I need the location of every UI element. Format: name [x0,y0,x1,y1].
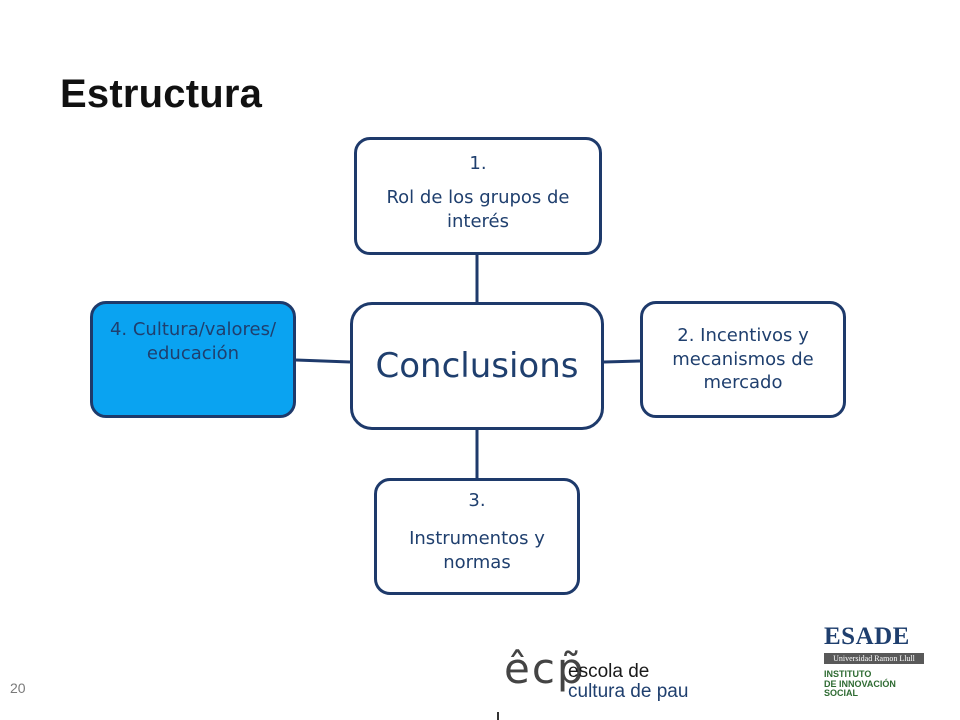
node-conclusions: Conclusions [350,302,604,430]
ecp-logo-mark: êcp̃ [504,644,586,693]
node-2-incentives: 2. Incentivos y mecanismos de mercado [640,301,846,418]
connector-left [295,358,351,364]
node-3-number: 3. [468,490,486,511]
node-conclusions-label: Conclusions [375,345,579,386]
node-4-culture: 4. Cultura/valores/ educación [90,301,296,418]
node-4-label: 4. Cultura/valores/ educación [109,319,277,364]
esade-institute-line3: SOCIAL [824,688,859,699]
ecp-logo-line1: escola de [568,661,650,682]
node-1-stakeholders: 1. Rol de los grupos de interés [354,137,602,255]
esade-logo-subtitle: Universidad Ramon Llull [824,653,924,664]
esade-logo: ESADE Universidad Ramon Llull INSTITUTO … [824,624,924,716]
slide-title: Estructura [60,72,263,116]
node-1-label: Rol de los grupos de interés [386,186,570,232]
esade-institute-line2: DE INNOVACIÓN [824,678,896,689]
connector-right [603,359,641,364]
node-3-instruments: 3. Instrumentos y normas [374,478,580,595]
ecp-logo-text: escola de cultura de pau [568,662,688,702]
esade-institute: INSTITUTO DE INNOVACIÓN SOCIAL [824,669,924,699]
node-1-number: 1. [469,153,487,174]
page-number: 20 [10,680,26,696]
ecp-logo: êcp̃ escola de cultura de pau [498,632,708,720]
esade-logo-name: ESADE [824,623,910,650]
node-2-label: 2. Incentivos y mecanismos de mercado [672,324,814,394]
ecp-logo-line2: cultura de pau [568,680,689,702]
esade-institute-line1: INSTITUTO [824,669,872,679]
node-3-label: Instrumentos y normas [409,527,545,573]
